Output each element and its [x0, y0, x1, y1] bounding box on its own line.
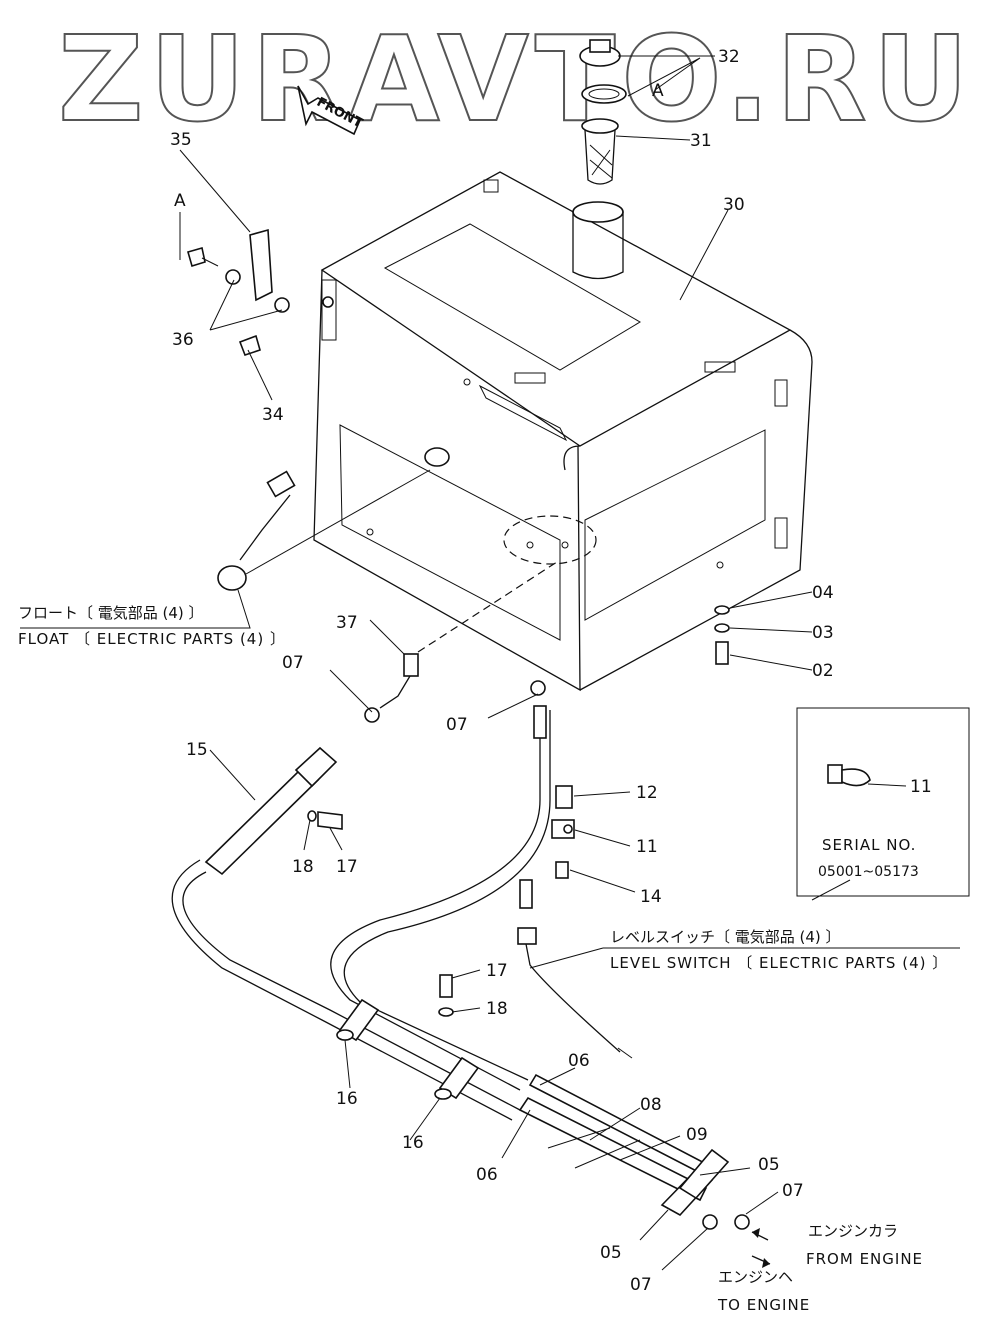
label-37: 37 [336, 613, 358, 633]
label-35: 35 [170, 130, 192, 150]
level-switch-callout-jp: レベルスイッチ〔 電気部品 (4) 〕 [610, 928, 841, 946]
leader-lines [20, 55, 960, 1271]
serial-title: SERIAL NO. [822, 836, 916, 854]
level-switch-parts [551, 785, 575, 879]
label-07-b: 07 [446, 715, 468, 735]
serial-range: 05001~05173 [818, 864, 919, 880]
label-31: 31 [690, 131, 712, 151]
label-16-b: 16 [402, 1133, 424, 1153]
float-callout-en: FLOAT 〔 ELECTRIC PARTS (4) 〕 [18, 630, 286, 648]
label-04: 04 [812, 583, 834, 603]
tank-mount-fasteners [307, 605, 730, 1017]
from-engine-jp: エンジンカラ [808, 1222, 898, 1240]
label-18-b: 18 [486, 999, 508, 1019]
from-engine-en: FROM ENGINE [806, 1250, 923, 1268]
label-32: 32 [718, 47, 740, 67]
label-34: 34 [262, 405, 284, 425]
label-17-a: 17 [336, 857, 358, 877]
label-17-b: 17 [486, 961, 508, 981]
inset-label-11: 11 [910, 777, 932, 797]
serial-inset: 11 SERIAL NO. 05001~05173 [796, 707, 970, 897]
label-07-d: 07 [630, 1275, 652, 1295]
float-unit [217, 469, 431, 591]
label-07-a: 07 [282, 653, 304, 673]
watermark: ZURAVTO.RU [58, 10, 975, 148]
label-16-a: 16 [336, 1089, 358, 1109]
fuel-hoses [171, 710, 750, 1230]
to-engine-en: TO ENGINE [717, 1296, 810, 1314]
label-02: 02 [812, 661, 834, 681]
label-ref-a: A [652, 81, 664, 101]
label-08: 08 [640, 1095, 662, 1115]
flow-arrows-icon [751, 1228, 771, 1268]
label-30: 30 [723, 195, 745, 215]
part-labels: 32 A 31 30 35 A 36 34 04 03 02 37 07 07 … [170, 47, 834, 1295]
label-18-a: 18 [292, 857, 314, 877]
to-engine-jp: エンジンヘ [718, 1268, 793, 1286]
label-ref-a-2: A [174, 191, 186, 211]
label-06-a: 06 [568, 1051, 590, 1071]
label-11: 11 [636, 837, 658, 857]
label-05-a: 05 [758, 1155, 780, 1175]
label-12: 12 [636, 783, 658, 803]
filler-neck [572, 201, 624, 280]
level-switch-callout-en: LEVEL SWITCH 〔 ELECTRIC PARTS (4) 〕 [610, 954, 948, 972]
filler-cap [579, 39, 627, 104]
label-15: 15 [186, 740, 208, 760]
label-03: 03 [812, 623, 834, 643]
fuel-tank [313, 171, 813, 692]
strainer [581, 118, 619, 185]
mount-bracket [187, 228, 334, 357]
label-06-b: 06 [476, 1165, 498, 1185]
label-09: 09 [686, 1125, 708, 1145]
callouts: フロート〔 電気部品 (4) 〕 FLOAT 〔 ELECTRIC PARTS … [18, 604, 948, 1314]
clamp-inset-icon [827, 764, 871, 787]
return-fitting [379, 559, 561, 709]
label-05-b: 05 [600, 1243, 622, 1263]
float-callout-jp: フロート〔 電気部品 (4) 〕 [18, 604, 204, 622]
label-36: 36 [172, 330, 194, 350]
label-14: 14 [640, 887, 662, 907]
label-07-c: 07 [782, 1181, 804, 1201]
